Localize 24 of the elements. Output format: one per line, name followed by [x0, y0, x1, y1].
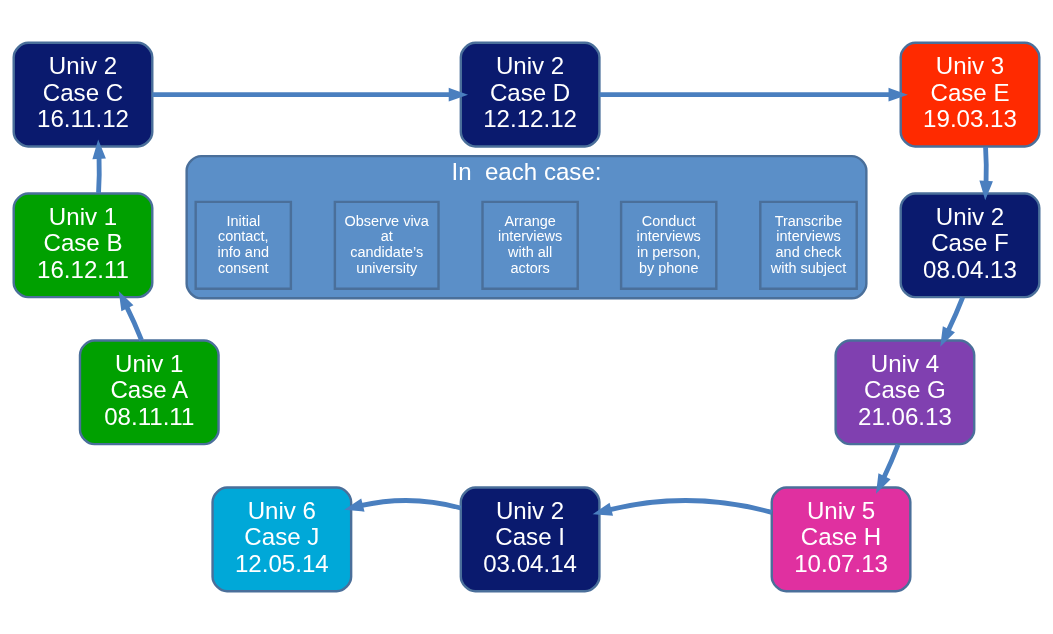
node-box: Univ 1 Case A 08.11.11: [78, 339, 220, 446]
arrow: [92, 139, 106, 194]
node-box: Arrange interviews with all actors: [481, 200, 579, 290]
arrow: [592, 498, 773, 516]
node-box: Univ 4 Case G 21.06.13: [834, 339, 976, 446]
arrow: [118, 291, 144, 341]
arrow: [599, 87, 908, 102]
node-box: Univ 2 Case F 08.04.13: [899, 192, 1041, 299]
node-box: Transcribe interviews and check with subject: [759, 200, 858, 290]
node-box: Observe viva at candidate’s university: [333, 200, 440, 290]
node-box: Univ 6 Case J 12.05.14: [211, 486, 353, 593]
node-box: Univ 3 Case E 19.03.13: [899, 41, 1041, 148]
arrow: [979, 146, 993, 201]
arrow: [152, 87, 469, 102]
node-box: Univ 2 Case C 16.11.12: [12, 41, 154, 148]
node-box: Initial contact, info and consent: [194, 200, 293, 290]
node-box: Univ 5 Case H 10.07.13: [770, 486, 912, 593]
arrow: [344, 498, 462, 512]
arrow: [940, 296, 965, 347]
arrow: [876, 443, 901, 494]
node-box: Univ 2 Case D 12.12.12: [459, 41, 601, 148]
node-box: Conduct interviews in person, by phone: [619, 200, 718, 290]
node-box: Univ 1 Case B 16.12.11: [12, 192, 154, 299]
node-box: Univ 2 Case I 03.04.14: [459, 486, 601, 593]
